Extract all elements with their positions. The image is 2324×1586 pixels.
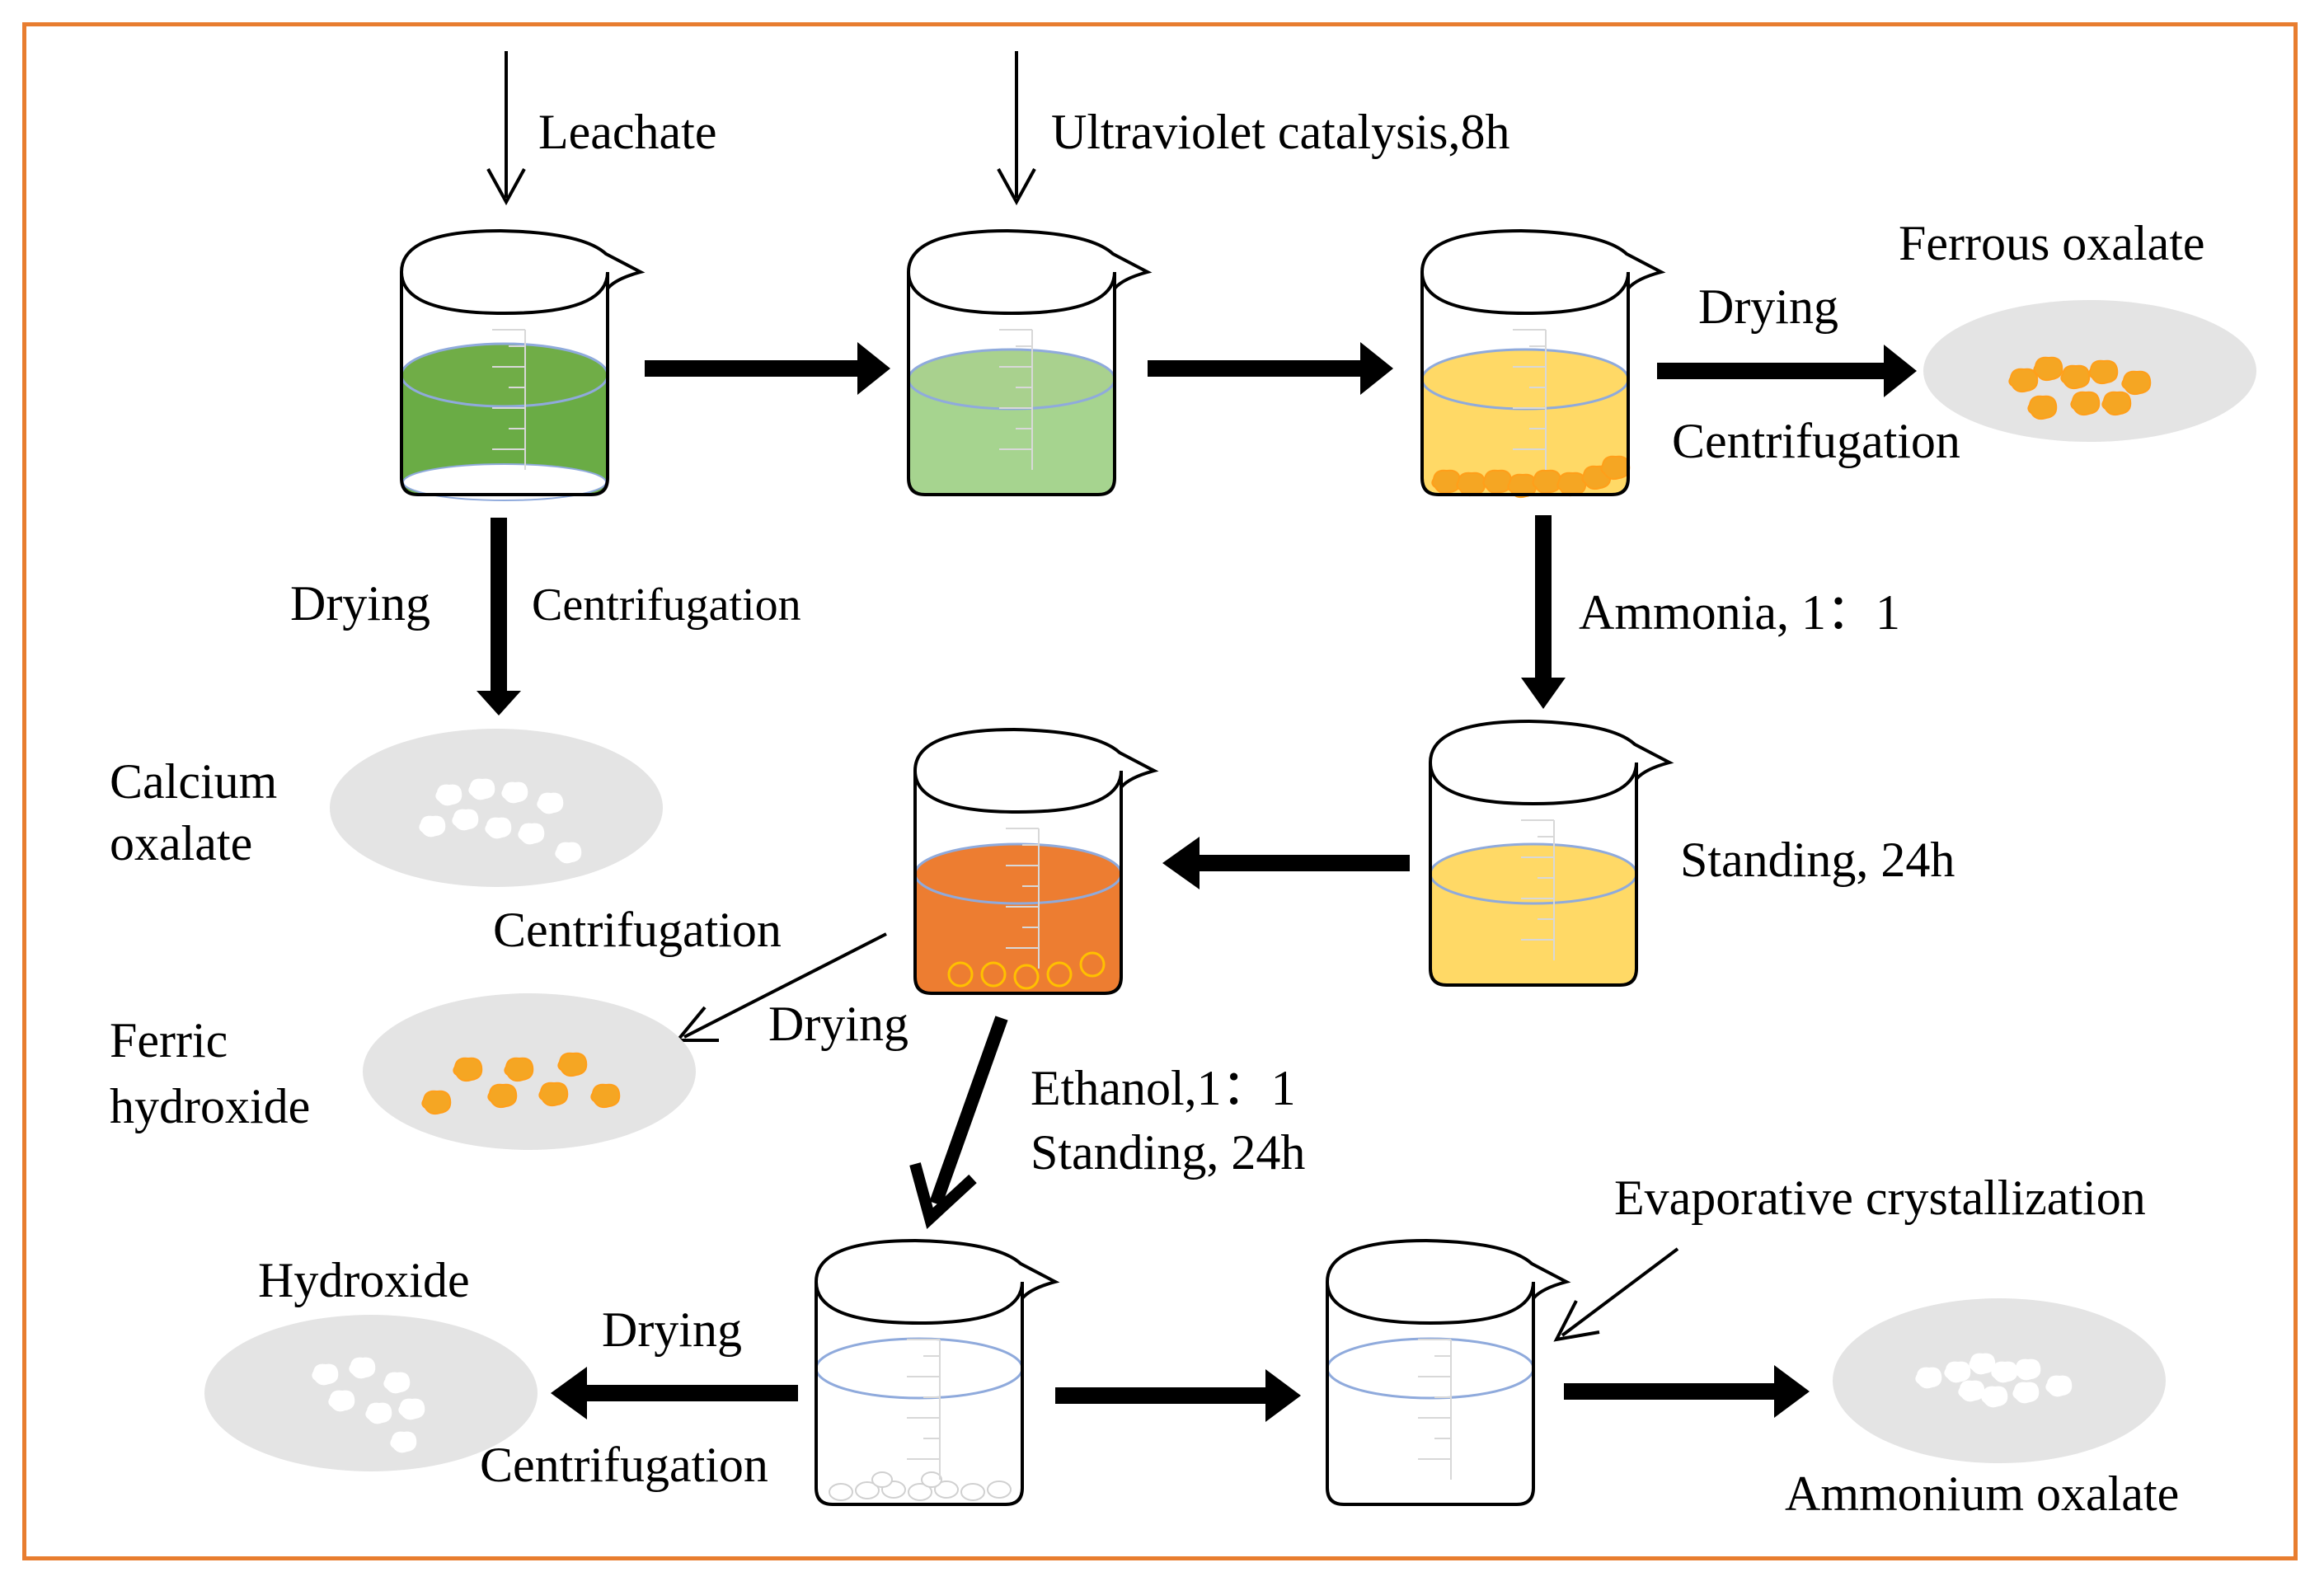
arrow-b1-down bbox=[477, 518, 521, 716]
label-drying-top: Drying bbox=[1698, 279, 1838, 334]
arrow-b4-b5 bbox=[1162, 837, 1410, 889]
arrow-leachate-in bbox=[486, 51, 526, 206]
label-oxalate: oxalate bbox=[110, 816, 252, 870]
label-ferric: Ferric bbox=[110, 1013, 228, 1068]
label-hydroxide: Hydroxide bbox=[258, 1253, 470, 1307]
dish-hydroxide bbox=[204, 1315, 538, 1471]
dish-calcium-oxalate bbox=[330, 729, 663, 887]
beaker-leachate bbox=[400, 229, 642, 501]
label-leachate: Leachate bbox=[538, 105, 716, 159]
arrow-b6-hydroxide bbox=[551, 1367, 798, 1419]
label-ferrous-oxalate: Ferrous oxalate bbox=[1899, 216, 2205, 270]
dish-ammonium-oxalate bbox=[1833, 1298, 2166, 1463]
label-uv-catalysis: Ultraviolet catalysis,8h bbox=[1051, 105, 1510, 159]
arrow-b3-dish bbox=[1657, 345, 1917, 397]
label-hydroxide-word: hydroxide bbox=[110, 1079, 310, 1133]
label-calcium: Calcium bbox=[110, 754, 277, 809]
beaker-ferrous bbox=[1420, 229, 1663, 499]
dish-ferrous-oxalate bbox=[1923, 300, 2256, 442]
label-centrifugation-mid: Centrifugation bbox=[493, 903, 782, 957]
label-centrifugation-top: Centrifugation bbox=[1672, 414, 1960, 468]
label-drying-bottom: Drying bbox=[602, 1302, 742, 1357]
arrow-b7-dish bbox=[1564, 1365, 1810, 1418]
arrow-uv-in bbox=[997, 51, 1036, 206]
arrow-b2-b3 bbox=[1148, 342, 1393, 395]
label-drying-left: Drying bbox=[290, 576, 430, 631]
arrow-b5-b6 bbox=[909, 1016, 1008, 1229]
beaker-uv bbox=[907, 229, 1149, 496]
label-ammonium-oxalate: Ammonium oxalate bbox=[1785, 1466, 2179, 1521]
dish-ferric-hydroxide bbox=[363, 993, 696, 1150]
label-centrifugation-bottom: Centrifugation bbox=[480, 1438, 768, 1492]
arrow-evaporative bbox=[1553, 1247, 1679, 1342]
hydroxide-precipitate bbox=[829, 1471, 1012, 1501]
beaker-evaporation bbox=[1326, 1239, 1568, 1506]
arrows bbox=[477, 51, 1917, 1422]
label-standing-24h: Standing, 24h bbox=[1680, 833, 1955, 887]
labels: Leachate Ultraviolet catalysis,8h Ferrou… bbox=[110, 105, 2205, 1521]
label-ammonia: Ammonia, 1：1 bbox=[1579, 585, 1900, 640]
label-standing-24h-2: Standing, 24h bbox=[1031, 1125, 1305, 1180]
label-evaporative: Evaporative crystallization bbox=[1614, 1171, 2146, 1225]
beaker-ethanol bbox=[815, 1239, 1057, 1506]
label-drying-mid: Drying bbox=[768, 997, 908, 1051]
beaker-standing bbox=[1429, 720, 1671, 987]
label-centrifugation-left: Centrifugation bbox=[532, 580, 801, 631]
arrow-b1-b2 bbox=[645, 342, 890, 395]
label-ethanol: Ethanol,1：1 bbox=[1031, 1061, 1296, 1115]
beaker-ferric bbox=[913, 728, 1156, 995]
ferric-precipitate bbox=[947, 951, 1106, 990]
arrow-b6-b7 bbox=[1055, 1369, 1301, 1422]
arrow-b3-down bbox=[1521, 515, 1566, 709]
